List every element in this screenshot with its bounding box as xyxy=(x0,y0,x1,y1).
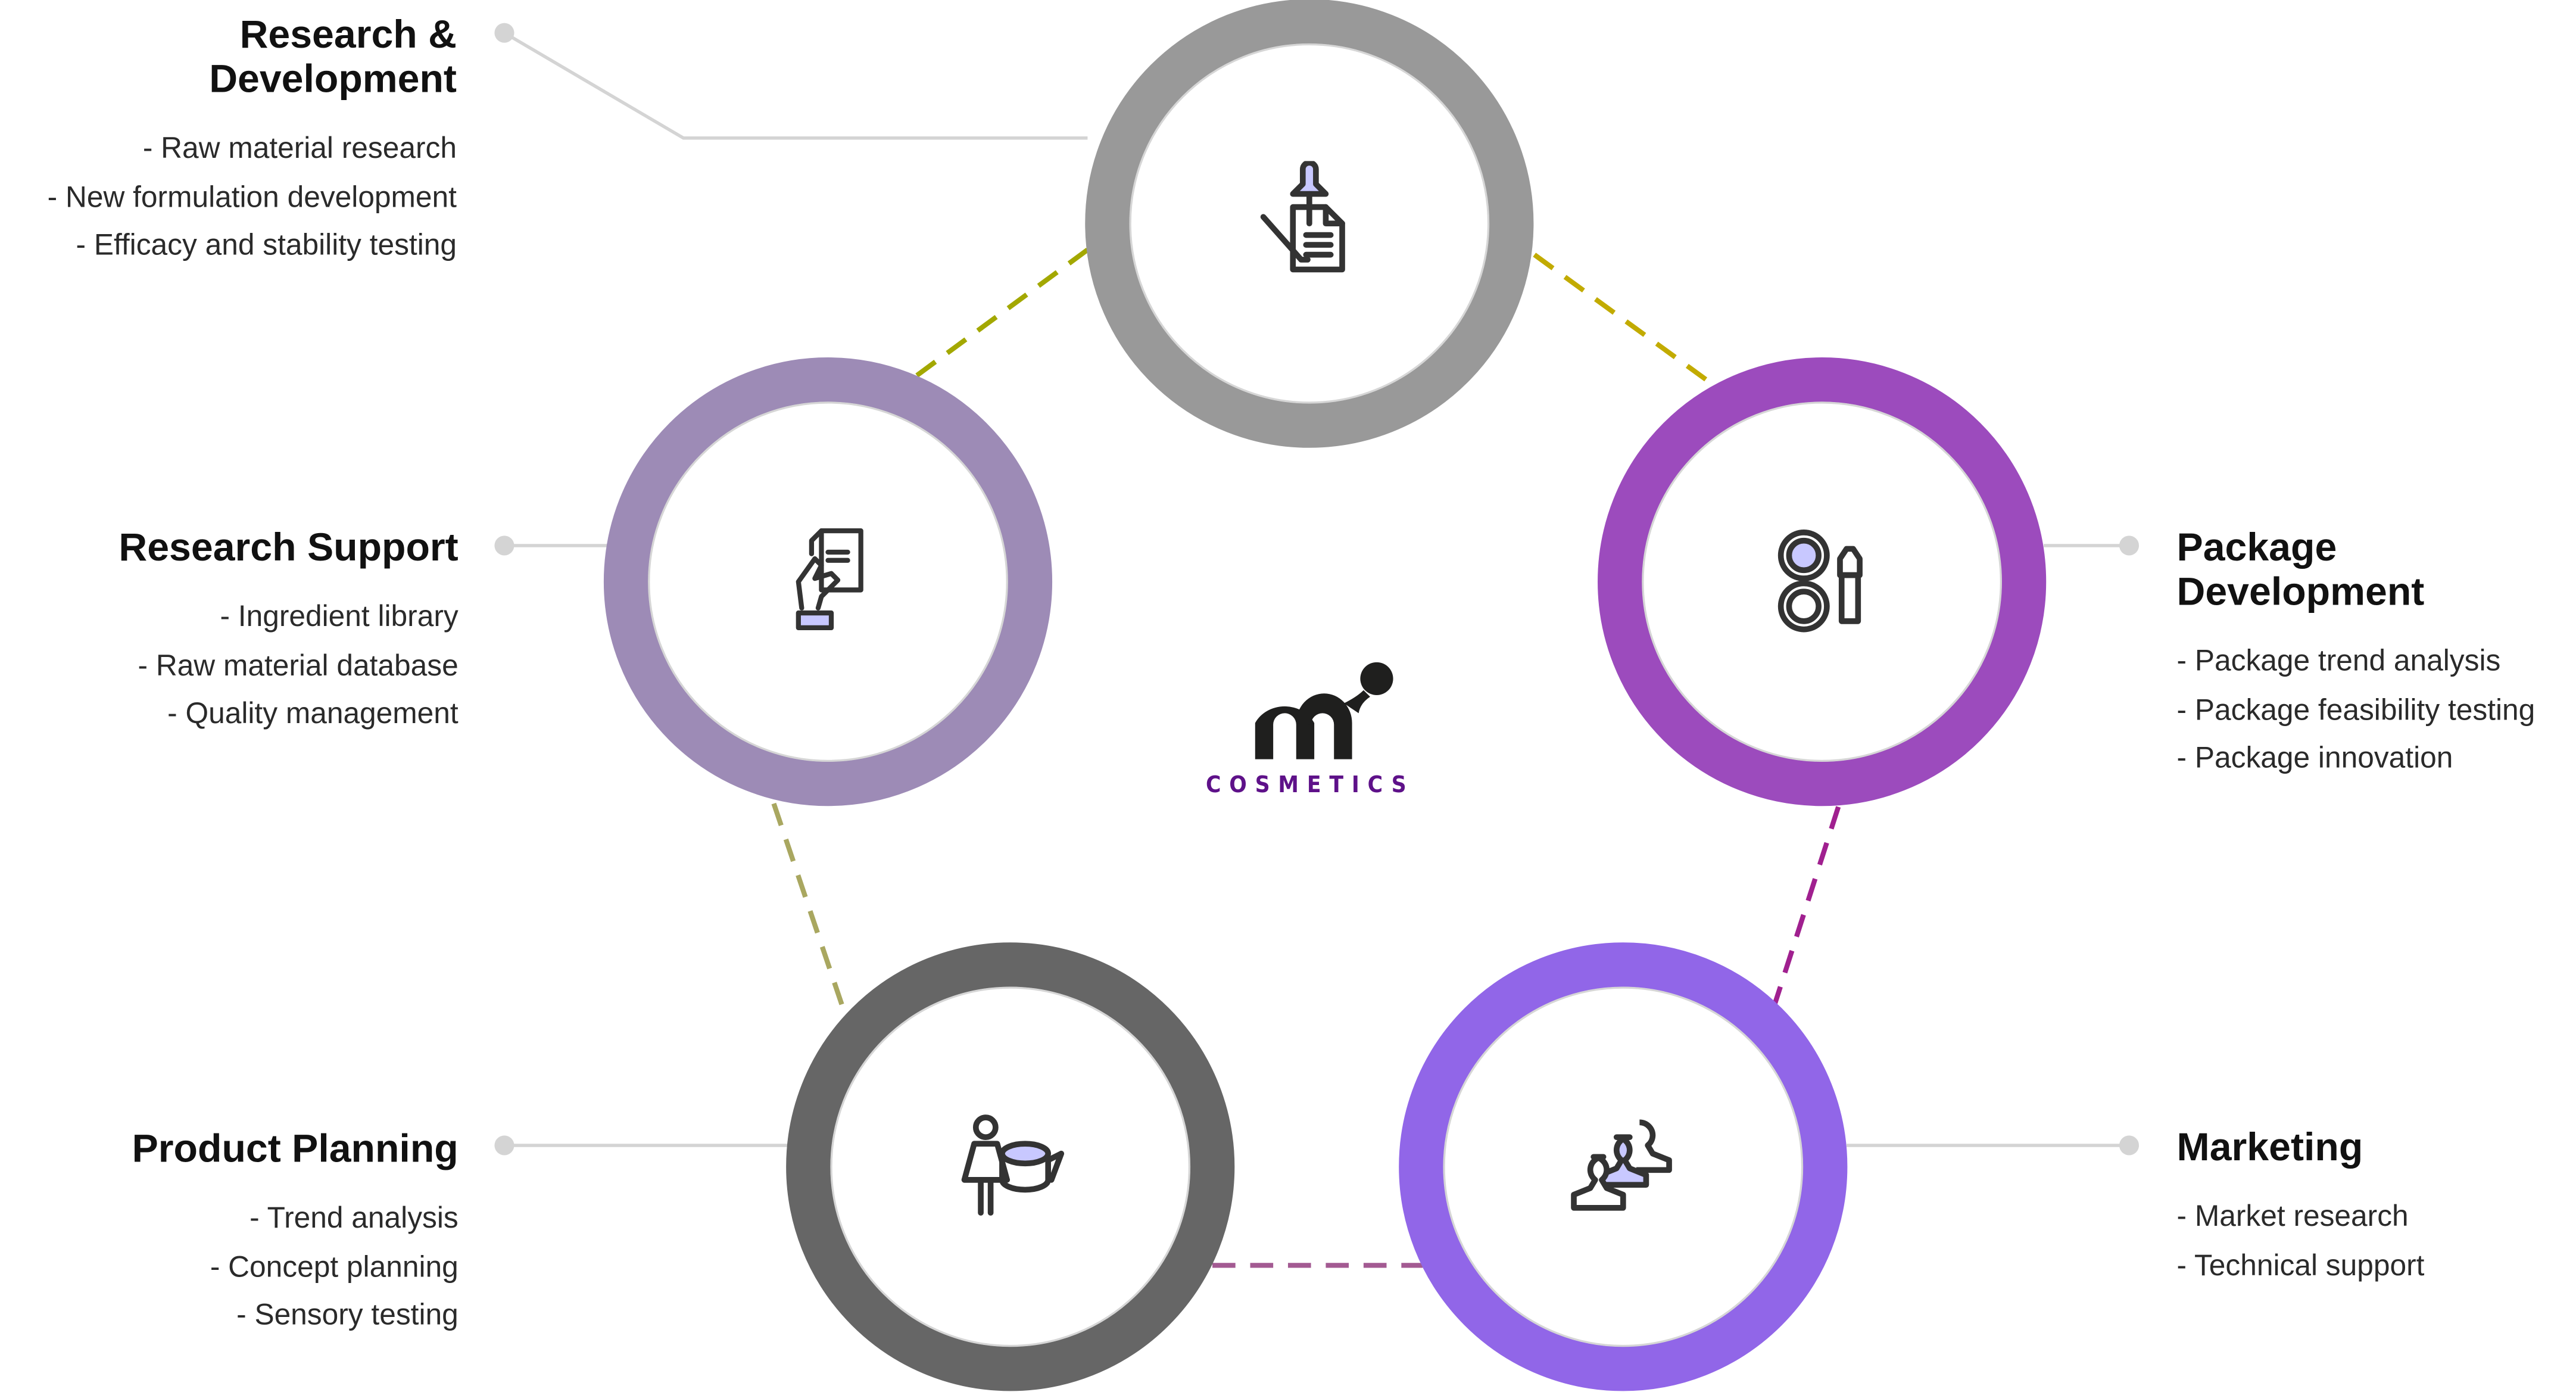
package-leader-dot xyxy=(2119,535,2140,556)
connector-support-planning xyxy=(771,802,847,1013)
stage-item: - Efficacy and stability testing xyxy=(76,228,457,261)
connector-rnd-support xyxy=(912,248,1089,380)
planning-leader-dot xyxy=(494,1135,514,1156)
inner-ring-planning xyxy=(830,986,1191,1347)
person-cream-jar-icon xyxy=(961,1114,1065,1216)
stage-item: - Quality management xyxy=(167,696,459,730)
ring-package xyxy=(1598,357,2047,806)
inner-ring-support xyxy=(648,401,1008,762)
stage-title: Research Support xyxy=(118,525,459,571)
ring-planning xyxy=(786,942,1235,1391)
stage-item: - Concept planning xyxy=(210,1250,459,1283)
stage-label-rnd: Research &Development - Raw material res… xyxy=(48,13,457,270)
hand-document-icon xyxy=(796,528,863,631)
stage-item: - Raw material research xyxy=(142,131,457,164)
users-group-icon xyxy=(1571,1119,1672,1211)
stage-item: - Package innovation xyxy=(2176,741,2453,774)
marketing-leader-dot xyxy=(2119,1135,2140,1156)
m-cosmetics-logo xyxy=(1255,662,1393,759)
stage-item: - Ingredient library xyxy=(220,599,459,633)
stage-item: - Package trend analysis xyxy=(2176,644,2501,677)
rnd-leader-line xyxy=(503,31,1088,140)
stage-item: - Technical support xyxy=(2176,1248,2425,1281)
stage-title: Research &Development xyxy=(209,13,457,102)
stage-label-marketing: Marketing - Market research - Technical s… xyxy=(2177,1126,2425,1290)
stage-item: - Raw material database xyxy=(138,648,459,681)
stage-label-planning: Product Planning - Trend analysis - Conce… xyxy=(132,1128,459,1340)
inner-ring-rnd xyxy=(1129,43,1490,404)
stage-item: - Sensory testing xyxy=(236,1298,459,1331)
pipette-document-icon xyxy=(1260,161,1345,273)
stage-item: - Package feasibility testing xyxy=(2176,692,2536,726)
compact-brush-icon xyxy=(1777,530,1863,633)
logo-text: COSMETICS xyxy=(1205,772,1415,799)
ring-support xyxy=(603,357,1053,806)
inner-ring-marketing xyxy=(1443,986,1804,1347)
connector-package-marketing xyxy=(1772,806,1841,1007)
connector-rnd-package xyxy=(1533,253,1717,388)
stage-item: - Market research xyxy=(2176,1199,2409,1233)
support-leader-dot xyxy=(494,535,514,556)
stage-label-support: Research Support - Ingredient library - R… xyxy=(118,526,458,739)
stage-title: Product Planning xyxy=(132,1127,459,1172)
inner-ring-package xyxy=(1642,401,2002,762)
stage-item: - Trend analysis xyxy=(250,1201,459,1234)
rnd-leader-dot xyxy=(494,23,514,43)
stage-title: Marketing xyxy=(2176,1125,2363,1170)
stage-item: - New formulation development xyxy=(47,180,457,213)
